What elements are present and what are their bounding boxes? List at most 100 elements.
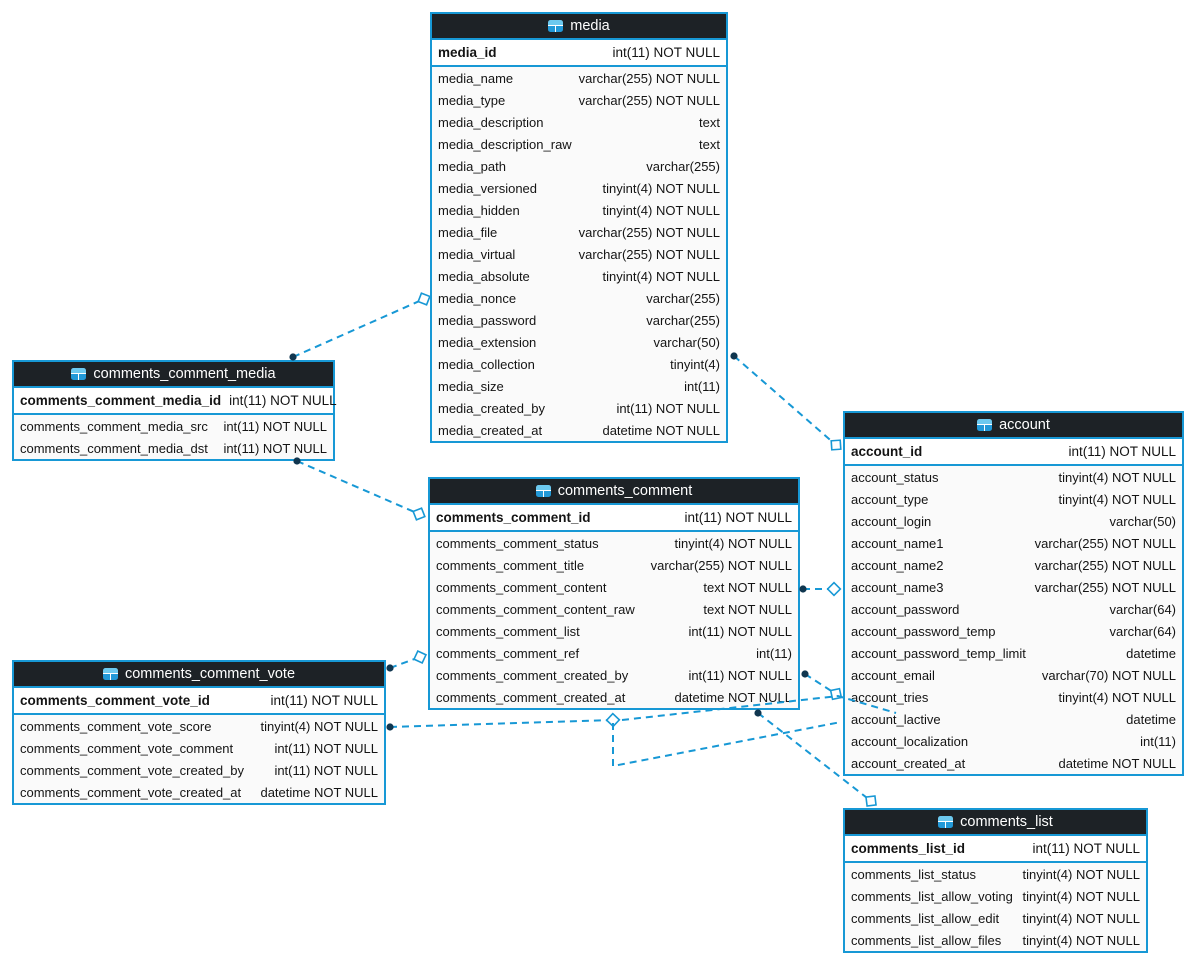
- column-type: tinyint(4) NOT NULL: [602, 268, 720, 284]
- column-row[interactable]: media_created_by int(11) NOT NULL: [432, 397, 726, 419]
- column-row[interactable]: comments_comment_vote_created_at datetime…: [14, 781, 384, 803]
- table-header[interactable]: comments_comment: [430, 479, 798, 505]
- table-icon: [938, 816, 954, 828]
- column-name: media_description_raw: [438, 136, 572, 152]
- column-type: varchar(255) NOT NULL: [1034, 535, 1176, 551]
- table-header[interactable]: comments_list: [845, 810, 1146, 836]
- column-name: comments_comment_content: [436, 579, 607, 595]
- column-type: datetime NOT NULL: [260, 784, 378, 800]
- column-name: media_extension: [438, 334, 537, 350]
- relationship-diamond: [826, 581, 842, 597]
- column-type: datetime NOT NULL: [674, 689, 792, 705]
- column-type: varchar(255) NOT NULL: [578, 70, 720, 86]
- column-name: comments_comment_status: [436, 535, 599, 551]
- column-type: int(11) NOT NULL: [616, 400, 720, 416]
- column-type: tinyint(4) NOT NULL: [1022, 910, 1140, 926]
- column-name: media_description: [438, 114, 544, 130]
- column-name: media_created_by: [438, 400, 545, 416]
- column-row[interactable]: account_email varchar(70) NOT NULL: [845, 664, 1182, 686]
- table-header[interactable]: comments_comment_vote: [14, 662, 384, 688]
- column-type: varchar(70) NOT NULL: [1041, 667, 1176, 683]
- column-type: tinyint(4) NOT NULL: [260, 718, 378, 734]
- column-row[interactable]: comments_comment_content text NOT NULL: [430, 576, 798, 598]
- column-name: account_email: [851, 667, 935, 683]
- column-row[interactable]: media_name varchar(255) NOT NULL: [432, 67, 726, 89]
- column-type: tinyint(4) NOT NULL: [1058, 491, 1176, 507]
- relationship-diamond: [412, 507, 426, 521]
- table-header[interactable]: comments_comment_media: [14, 362, 333, 388]
- column-name: comments_comment_vote_created_at: [20, 784, 242, 800]
- relationship-diamond: [605, 712, 621, 728]
- column-name: comments_comment_vote_score: [20, 718, 212, 734]
- column-type: varchar(255) NOT NULL: [1034, 579, 1176, 595]
- column-name: media_name: [438, 70, 514, 86]
- relationship-dot: [801, 670, 809, 678]
- table-header[interactable]: account: [845, 413, 1182, 439]
- column-type: text NOT NULL: [703, 579, 792, 595]
- column-row[interactable]: comments_comment_vote_score tinyint(4) NO…: [14, 715, 384, 737]
- table-header[interactable]: media: [432, 14, 726, 40]
- column-type: int(11) NOT NULL: [1032, 841, 1140, 856]
- column-name: media_path: [438, 158, 506, 174]
- column-type: tinyint(4): [670, 356, 720, 372]
- column-name: account_localization: [851, 733, 969, 749]
- column-name: comments_list_allow_files: [851, 932, 1002, 948]
- column-type: int(11) NOT NULL: [688, 667, 792, 683]
